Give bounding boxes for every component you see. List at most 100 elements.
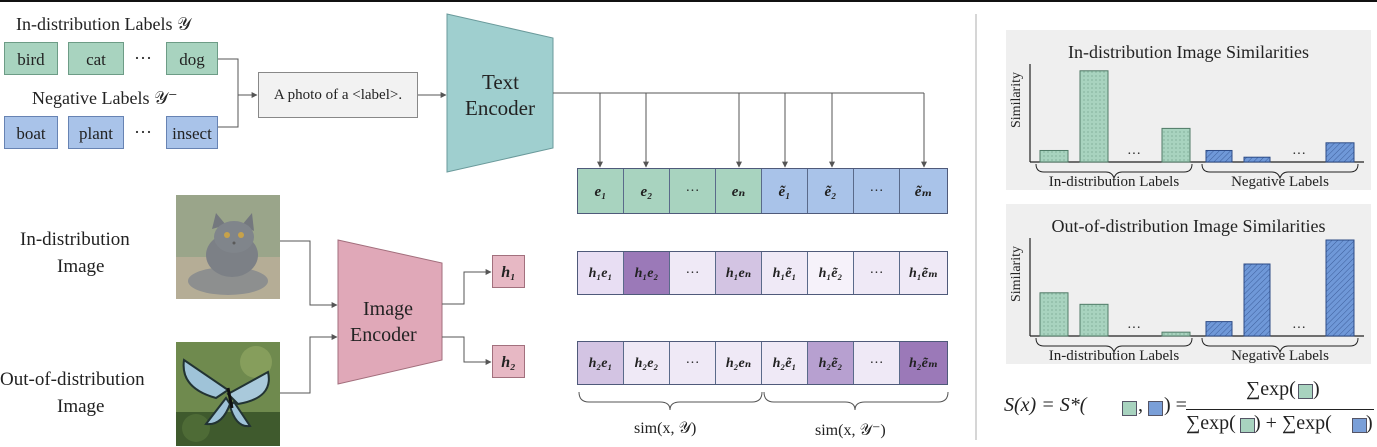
- bar-id-1: [1079, 303, 1109, 337]
- bar-id-2: [1161, 331, 1191, 337]
- similarity-cell: h₁e₁: [578, 252, 624, 294]
- ood-similarity-panel: Out-of-distribution Image Similarities S…: [1006, 204, 1371, 364]
- group-label-id: In-distribution Labels: [1049, 174, 1180, 190]
- similarity-cell: h₂ẽ₁: [762, 342, 808, 384]
- bar-neg-0: [1205, 321, 1233, 337]
- group-label-neg: Negative Labels: [1231, 348, 1329, 364]
- label-insect: insect: [166, 116, 218, 149]
- text-encoder-label-2: Encoder: [465, 96, 535, 120]
- text-encoder-label-1: Text: [482, 70, 520, 94]
- similarity-cell: ···: [670, 342, 716, 384]
- bar-id-2: [1161, 127, 1191, 163]
- embedding-cell: ···: [854, 169, 900, 213]
- embedding-cell: e₂: [624, 169, 670, 213]
- h1-box: h₁: [492, 255, 525, 288]
- similarity-cell: ···: [670, 252, 716, 294]
- panel-title: Out-of-distribution Image Similarities: [1051, 216, 1326, 236]
- prompt-text: A photo of a <label>.: [273, 87, 403, 103]
- bar-id-1: [1079, 70, 1109, 163]
- ood-similarity-chart: Similarity ··· ··· In-distribution Labels Ne…: [1009, 238, 1364, 364]
- cat-image: [176, 195, 280, 299]
- chart-ellipsis: ···: [1292, 147, 1306, 162]
- similarity-cell: h₁ẽ₂: [808, 252, 854, 294]
- bar-id-0: [1039, 149, 1069, 163]
- brace-neg: [1201, 337, 1359, 354]
- bar-neg-2: [1325, 239, 1355, 337]
- similarity-cell: h₂e₁: [578, 342, 624, 384]
- chart-ellipsis: ···: [1127, 321, 1141, 336]
- label-bird: bird: [4, 42, 58, 75]
- blue-square-icon: [1352, 418, 1367, 433]
- label-dog: dog: [166, 42, 218, 75]
- panel-title: In-distribution Image Similarities: [1068, 42, 1309, 62]
- top-rule: [0, 0, 1377, 2]
- group-label-id: In-distribution Labels: [1049, 348, 1180, 364]
- formula-comma: ,: [1138, 394, 1143, 416]
- y-axis-label: Similarity: [1009, 246, 1024, 302]
- similarity-cell: h₁eₙ: [716, 252, 762, 294]
- similarity-cell: h₂ẽ₂: [808, 342, 854, 384]
- prompt-box: A photo of a <label>.: [258, 72, 418, 118]
- embedding-cell: ẽ₂: [808, 169, 854, 213]
- sim-id-label: sim(x, 𝒴): [634, 420, 697, 437]
- formula-lhs: S(x) = S*(: [1004, 394, 1087, 416]
- bar-neg-1: [1243, 263, 1271, 337]
- similarity-cell: h₂eₙ: [716, 342, 762, 384]
- bar-neg-0: [1205, 149, 1233, 163]
- id-labels-title: In-distribution Labels 𝒴: [16, 14, 192, 34]
- id-image-label-1: In-distribution: [20, 229, 130, 250]
- ood-image-label-1: Out-of-distribution: [0, 369, 145, 390]
- similarity-cell: h₁ẽ₁: [762, 252, 808, 294]
- formula-den-b: ) + ∑exp(: [1254, 412, 1332, 434]
- brace-id: [578, 391, 763, 411]
- id-image-label-2: Image: [57, 256, 105, 277]
- formula-paren: ): [1313, 378, 1320, 400]
- brace-id: [1035, 163, 1193, 180]
- ellipsis: ···: [134, 48, 152, 68]
- similarity-cell: h₁ẽₘ: [900, 252, 947, 294]
- embedding-cell: e₁: [578, 169, 624, 213]
- id-similarity-chart: Similarity ··· ··· In-distribution Labels Ne…: [1009, 64, 1364, 190]
- bar-neg-2: [1325, 142, 1355, 163]
- formula-paren: ): [1366, 412, 1373, 434]
- similarity-cell: h₁e₂: [624, 252, 670, 294]
- y-axis-label: Similarity: [1009, 72, 1024, 128]
- sim-neg-label: sim(x, 𝒴⁻): [815, 422, 886, 439]
- green-square-icon: [1122, 401, 1137, 416]
- h2-box: h₂: [492, 345, 525, 378]
- blue-square-icon: [1148, 401, 1163, 416]
- label-boat: boat: [4, 116, 58, 149]
- similarity-cell: ···: [854, 342, 900, 384]
- id-similarity-panel: In-distribution Image Similarities Simil…: [1006, 30, 1371, 190]
- embedding-cell: eₙ: [716, 169, 762, 213]
- embedding-cell: ···: [670, 169, 716, 213]
- similarity-cell: h₂ẽₘ: [900, 342, 947, 384]
- embedding-row: e₁ e₂ ··· eₙ ẽ₁ ẽ₂ ··· ẽₘ: [577, 168, 948, 214]
- neg-labels-title: Negative Labels 𝒴⁻: [32, 88, 178, 108]
- text-encoder-shape: [446, 13, 554, 173]
- green-square-icon: [1298, 384, 1313, 399]
- brace-id: [1035, 337, 1193, 354]
- image-encoder-label-2: Encoder: [350, 324, 417, 346]
- bar-neg-1: [1243, 156, 1271, 163]
- label-cat: cat: [68, 42, 124, 75]
- chart-ellipsis: ···: [1127, 147, 1141, 162]
- embedding-cell: ẽₘ: [900, 169, 947, 213]
- group-label-neg: Negative Labels: [1231, 174, 1329, 190]
- formula-numerator: ∑exp(: [1246, 378, 1296, 400]
- embedding-cell: ẽ₁: [762, 169, 808, 213]
- ood-image-label-2: Image: [57, 396, 105, 417]
- score-formula: S(x) = S*( , ) = ∑exp( ) ∑exp( ) + ∑exp(…: [1000, 376, 1377, 442]
- label-plant: plant: [68, 116, 124, 149]
- bar-id-0: [1039, 292, 1069, 337]
- brace-neg: [763, 391, 949, 411]
- image-encoder-shape: [337, 239, 443, 385]
- fraction-bar: [1186, 409, 1374, 410]
- ellipsis: ···: [134, 122, 152, 142]
- chart-ellipsis: ···: [1292, 321, 1306, 336]
- green-square-icon: [1240, 418, 1255, 433]
- similarity-cell: h₂e₂: [624, 342, 670, 384]
